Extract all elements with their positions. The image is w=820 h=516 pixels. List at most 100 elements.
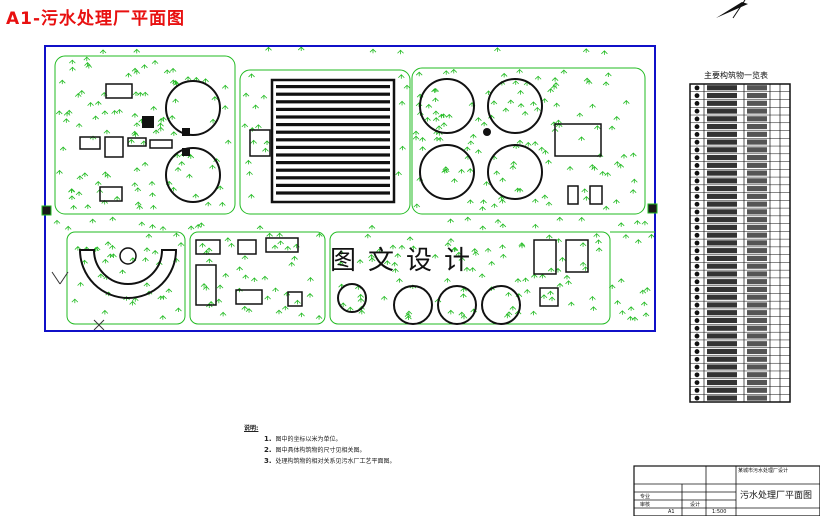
tree-mark xyxy=(583,196,590,201)
title-block-design-label: 设计 xyxy=(690,502,701,508)
tree-mark xyxy=(488,260,496,266)
tree-mark xyxy=(507,99,515,105)
tree-mark xyxy=(368,224,376,230)
table-row-marker xyxy=(694,341,700,347)
table-row-name-block xyxy=(707,201,737,207)
tree-mark xyxy=(202,78,209,83)
tree-mark xyxy=(194,223,202,229)
tree-mark xyxy=(357,293,364,299)
tank-c xyxy=(419,144,475,200)
table-row-size-block xyxy=(747,302,767,308)
tree-mark xyxy=(282,305,289,311)
tree-mark xyxy=(133,122,141,127)
tree-mark xyxy=(524,141,532,147)
tree-mark xyxy=(84,204,92,209)
table-row-name-block xyxy=(707,224,737,230)
tree-mark xyxy=(541,98,548,103)
table-row-name-block xyxy=(707,170,737,176)
tree-mark xyxy=(479,225,487,231)
tree-mark xyxy=(288,261,296,267)
tree-mark xyxy=(541,194,549,200)
tree-mark xyxy=(284,245,292,251)
note-text-2: 图中具体构筑物的尺寸见相关图。 xyxy=(275,447,366,454)
tree-mark xyxy=(221,105,229,110)
tree-mark xyxy=(444,242,452,247)
table-row-marker xyxy=(694,201,700,207)
tree-mark xyxy=(589,103,596,109)
table-row-size-block xyxy=(747,317,767,324)
tree-mark xyxy=(602,205,610,211)
table-row-size-block xyxy=(747,325,767,331)
tree-mark xyxy=(255,124,262,129)
tree-mark xyxy=(252,104,259,110)
tree-mark xyxy=(206,258,213,264)
tree-mark xyxy=(447,218,454,224)
note-item-1: 1.图中的坐标以米为单位。 xyxy=(244,434,396,445)
tree-mark xyxy=(157,126,165,132)
tree-mark xyxy=(480,199,487,204)
tree-mark xyxy=(435,125,443,130)
tree-mark xyxy=(531,141,539,146)
tree-mark xyxy=(356,259,364,264)
tree-mark xyxy=(509,305,517,311)
tree-mark xyxy=(129,300,136,306)
tree-mark xyxy=(219,311,227,317)
tree-mark xyxy=(294,299,301,305)
tree-mark xyxy=(548,296,556,302)
tree-mark xyxy=(403,84,411,90)
tree-mark xyxy=(236,266,243,271)
table-row-marker xyxy=(694,163,700,168)
table-row-name-block xyxy=(707,379,737,386)
table-row-marker xyxy=(694,349,700,354)
tree-mark xyxy=(639,289,647,295)
table-row-size-block xyxy=(747,85,767,91)
tree-mark xyxy=(518,242,526,247)
table-row-size-block xyxy=(747,217,767,223)
tree-mark xyxy=(216,185,224,191)
tree-mark xyxy=(605,72,612,77)
tree-mark xyxy=(514,278,522,283)
tree-mark xyxy=(450,247,458,252)
tree-mark xyxy=(502,107,510,113)
tree-mark xyxy=(640,301,648,307)
table-row-size-block xyxy=(747,155,767,161)
table-row-marker xyxy=(694,387,700,393)
tree-mark xyxy=(339,302,347,307)
table-row-size-block xyxy=(747,356,767,362)
valve-2 xyxy=(182,148,190,156)
table-row-name-block xyxy=(707,263,737,269)
survey-marks xyxy=(51,271,105,331)
tree-mark xyxy=(512,80,520,85)
table-row-marker xyxy=(694,325,700,331)
tree-mark xyxy=(245,308,253,313)
tree-mark xyxy=(530,101,537,106)
tree-mark xyxy=(568,301,575,307)
tree-mark xyxy=(595,239,602,244)
tree-mark xyxy=(368,257,376,262)
tree-mark xyxy=(620,153,628,159)
tank-stripe xyxy=(276,138,390,142)
tree-mark xyxy=(631,178,638,184)
tank-d xyxy=(487,144,543,200)
tree-mark xyxy=(642,312,650,317)
table-row-size-block xyxy=(747,186,767,192)
tree-mark xyxy=(63,118,70,123)
tree-mark xyxy=(89,218,96,224)
zone4-structures xyxy=(78,247,178,299)
tree-mark xyxy=(432,117,440,122)
tree-mark xyxy=(264,295,271,301)
tree-mark xyxy=(209,118,217,124)
table-row-name-block xyxy=(707,348,737,355)
tree-mark xyxy=(406,236,414,241)
table-row-size-block xyxy=(747,193,767,199)
tree-mark xyxy=(447,238,455,243)
tree-mark xyxy=(170,186,177,192)
tree-mark xyxy=(593,233,600,238)
tree-mark xyxy=(472,251,480,256)
tree-mark xyxy=(604,172,612,177)
table-row-marker xyxy=(694,132,700,137)
tree-mark xyxy=(578,216,586,222)
tree-mark xyxy=(458,256,466,262)
note-num-3: 3. xyxy=(264,457,272,465)
table-row-size-block xyxy=(747,209,767,215)
